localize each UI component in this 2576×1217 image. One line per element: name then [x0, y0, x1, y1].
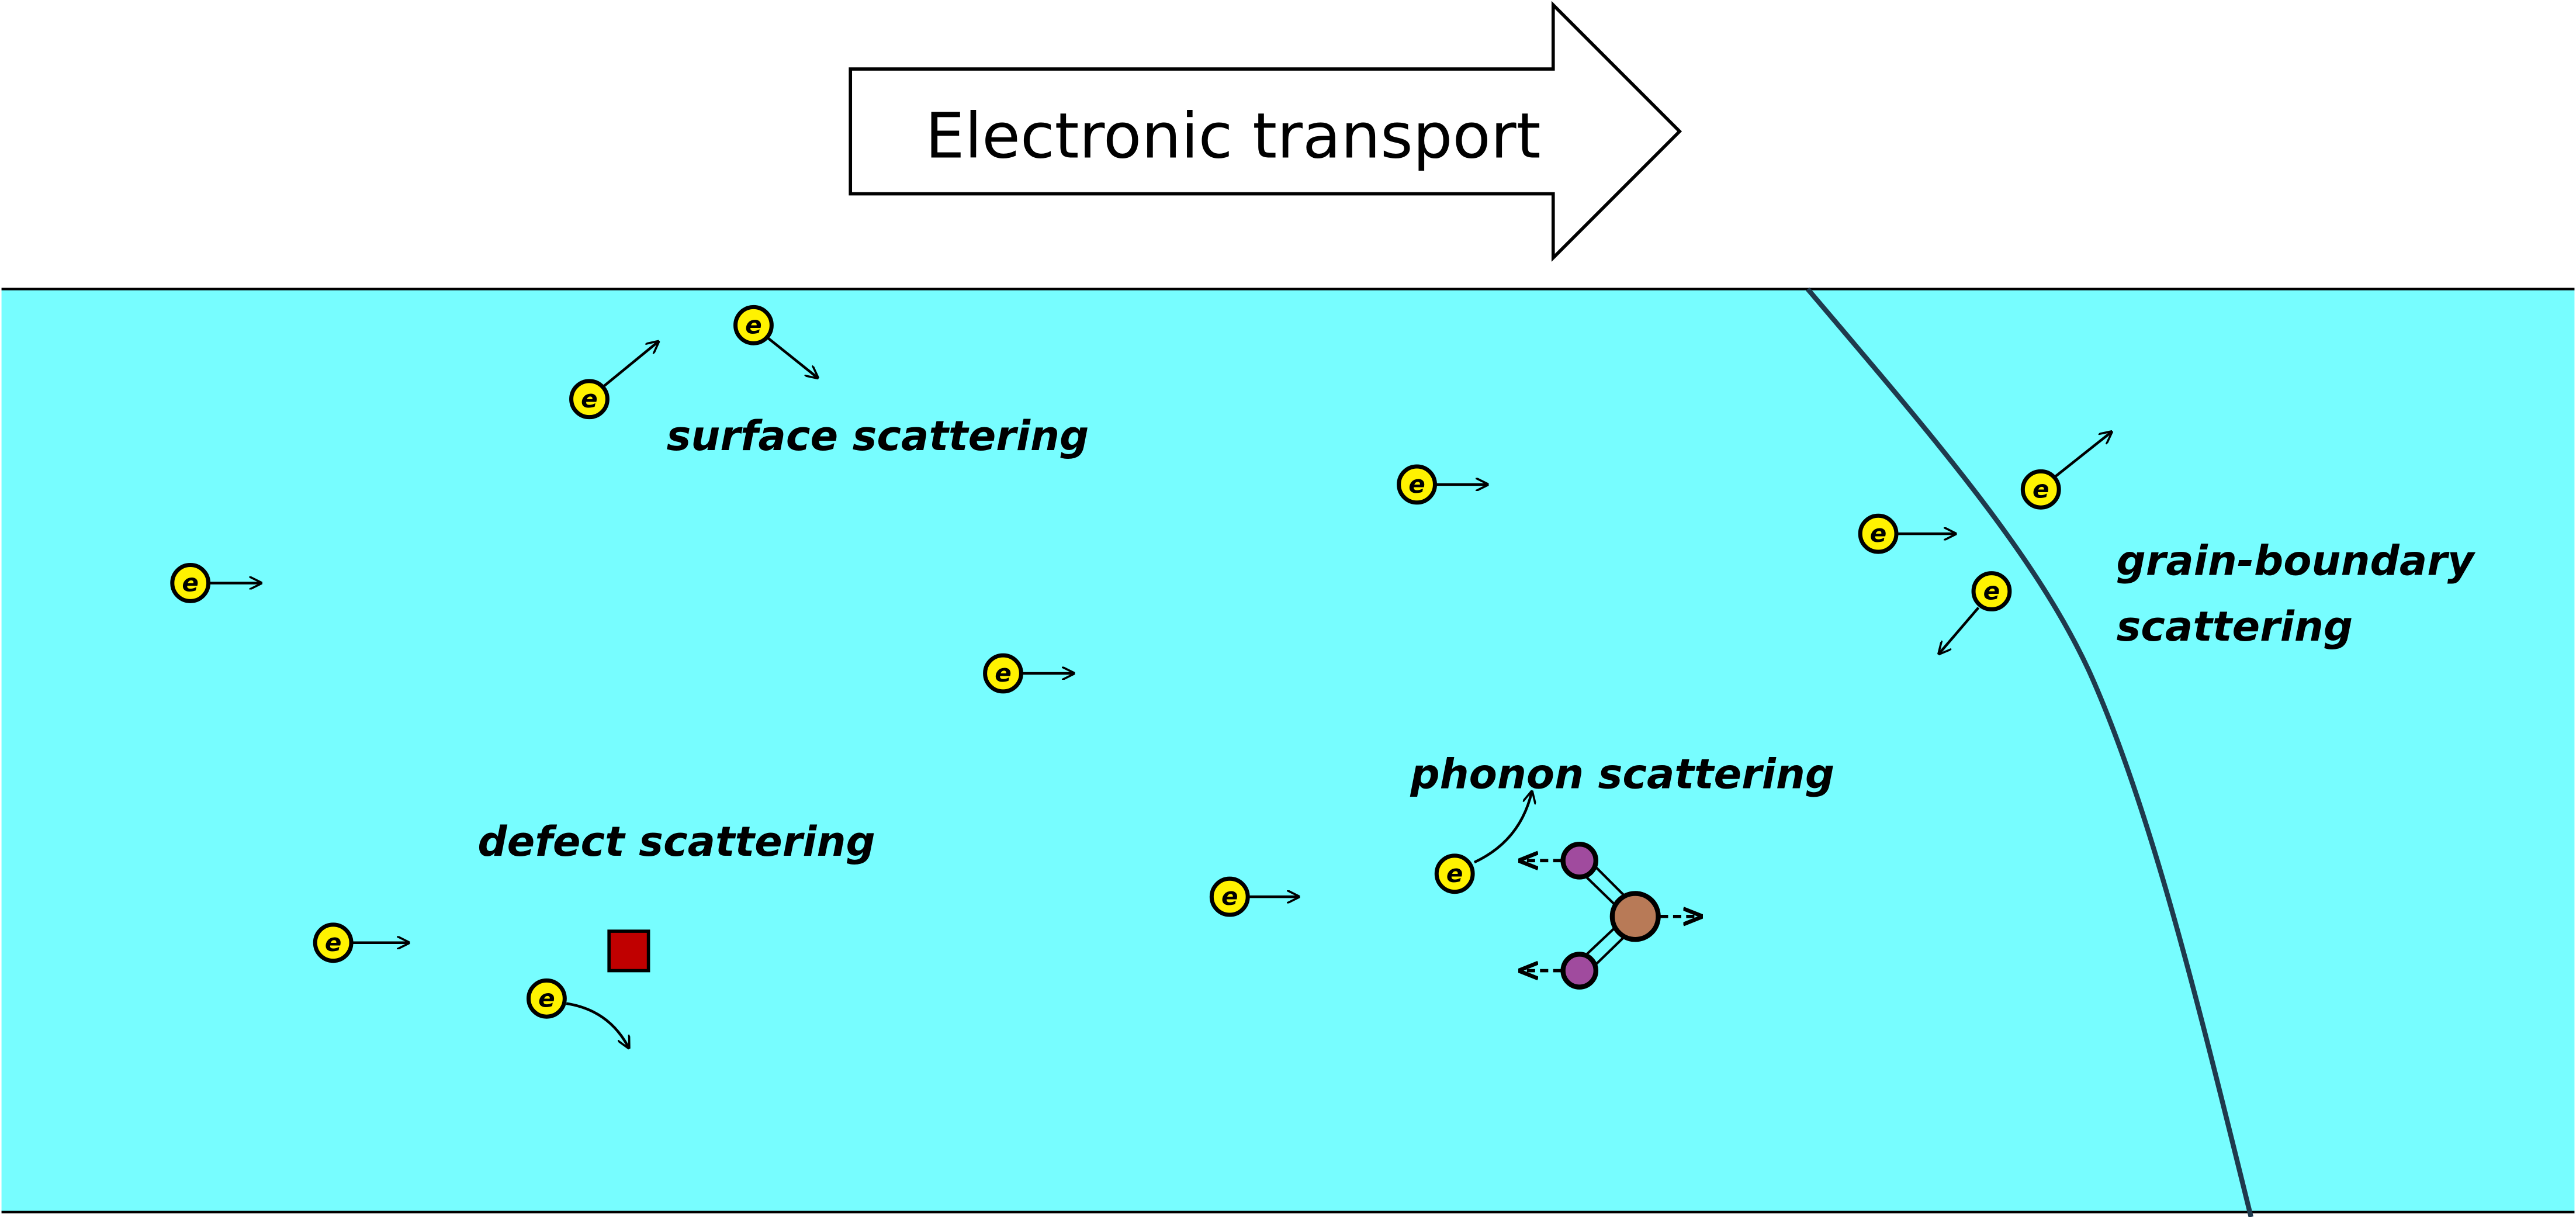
defect-square	[607, 929, 650, 973]
electron: e	[313, 922, 354, 963]
svg-text:e: e	[325, 928, 342, 957]
electron: e	[2020, 469, 2061, 510]
light-atom	[1560, 952, 1599, 990]
trajectory-arrow	[1939, 607, 1980, 654]
svg-text:e: e	[2033, 475, 2049, 503]
grain-boundary-label-line2: scattering	[2117, 603, 2353, 651]
svg-text:e: e	[1870, 519, 1887, 548]
electron: e	[526, 978, 567, 1019]
svg-text:e: e	[745, 310, 762, 339]
electrons: e e e e e e e e e e e e	[170, 305, 2061, 1019]
grain-boundary-line	[1806, 287, 2253, 1217]
svg-text:e: e	[182, 568, 199, 597]
phonon-scattering-label: phonon scattering	[1410, 751, 1834, 798]
trajectory-arrow	[2055, 432, 2112, 478]
electron: e	[983, 653, 1023, 694]
electron: e	[569, 379, 610, 420]
electron-trajectories	[210, 337, 2112, 1048]
trajectory-arrow	[603, 341, 659, 388]
electron: e	[1858, 513, 1899, 554]
svg-text:e: e	[538, 984, 555, 1012]
grain-boundary-label-line1: grain-boundary	[2117, 537, 2476, 585]
svg-text:e: e	[995, 659, 1012, 687]
trajectory-arrow	[1473, 791, 1532, 864]
defect-scattering-label: defect scattering	[477, 818, 875, 866]
trajectory-arrow	[566, 1002, 629, 1048]
electron: e	[170, 563, 211, 603]
svg-text:e: e	[1446, 859, 1463, 888]
svg-text:e: e	[1221, 882, 1238, 911]
conductor-medium	[1, 289, 2575, 1212]
trajectory-arrow	[767, 337, 818, 378]
transport-direction-arrow: Electronic transport	[849, 1, 1682, 262]
electron: e	[733, 305, 774, 345]
electron: e	[1434, 853, 1475, 894]
svg-text:e: e	[1408, 470, 1425, 499]
surface-scattering-label: surface scattering	[667, 412, 1089, 460]
title-text: Electronic transport	[925, 101, 1540, 173]
svg-text:e: e	[581, 385, 598, 413]
electron: e	[1971, 571, 2012, 611]
phonon-molecule	[1521, 841, 1701, 990]
heavy-atom	[1609, 891, 1661, 942]
svg-text:e: e	[1983, 577, 2000, 606]
electron: e	[1397, 464, 1437, 505]
light-atom	[1560, 841, 1599, 880]
electron: e	[1209, 876, 1250, 917]
